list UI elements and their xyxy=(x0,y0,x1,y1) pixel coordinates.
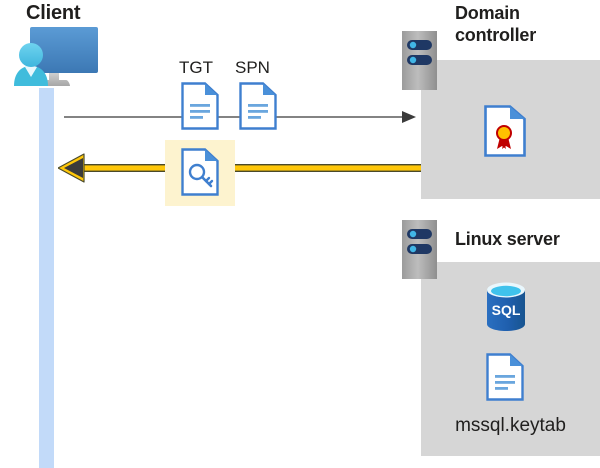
server-rack-icon xyxy=(402,31,437,90)
sql-database-icon: SQL xyxy=(484,281,528,333)
tgt-label: TGT xyxy=(179,58,213,77)
keytab-document-icon xyxy=(486,353,524,401)
key-document-icon xyxy=(181,148,219,196)
keytab-filename-label: mssql.keytab xyxy=(455,415,566,436)
client-lifeline xyxy=(39,88,54,468)
client-title: Client xyxy=(26,2,81,24)
certificate-document-icon xyxy=(484,105,526,157)
spn-document-icon xyxy=(239,82,277,130)
tgt-document-icon xyxy=(181,82,219,130)
domain-controller-title: Domain controller xyxy=(455,3,537,45)
server-rack-icon xyxy=(402,220,437,279)
response-arrow xyxy=(57,152,422,184)
request-arrow xyxy=(64,110,416,123)
sql-badge-text: SQL xyxy=(492,302,521,318)
linux-server-title: Linux server xyxy=(455,229,560,249)
spn-label: SPN xyxy=(235,58,270,77)
workstation-user-icon xyxy=(6,24,102,94)
